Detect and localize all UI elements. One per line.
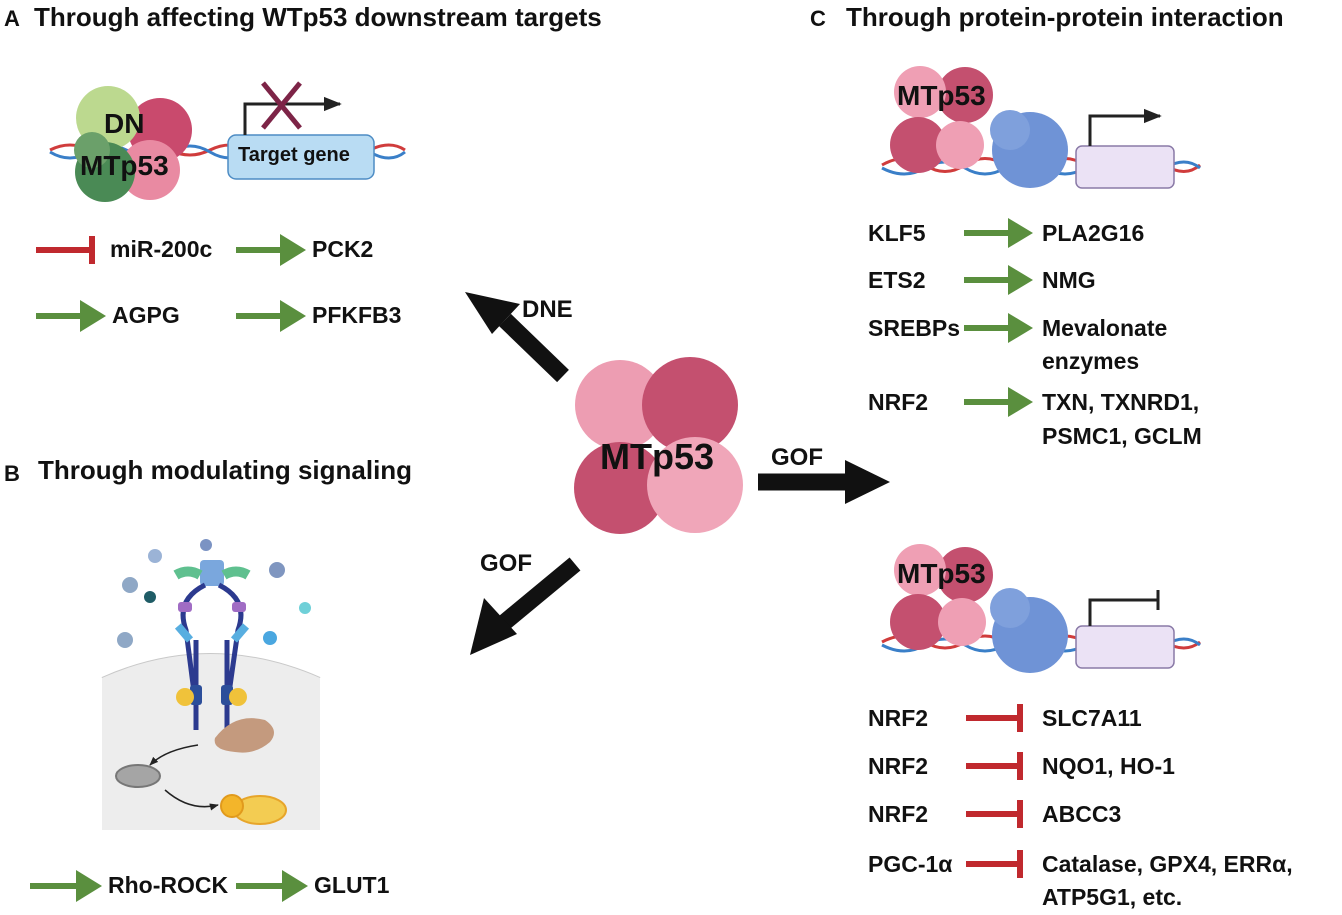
gof-arrow-label-right: GOF — [771, 444, 823, 471]
dn-label: DN — [104, 108, 145, 139]
target-nmg: NMG — [1042, 267, 1096, 293]
factor-nrf2-activating: NRF2 — [868, 389, 929, 415]
mtp53-label-bottom: MTp53 — [897, 558, 986, 589]
target-mir200c: miR-200c — [110, 236, 213, 262]
panel-a-letter: A — [4, 6, 20, 31]
target-agpg: AGPG — [112, 302, 180, 328]
gof-arrow-label-left: GOF — [480, 550, 532, 577]
signaling-molecules — [115, 718, 287, 825]
panel-a-title: Through affecting WTp53 downstream targe… — [34, 2, 602, 32]
target-gene-box — [227, 134, 375, 180]
repressed-promoter-bottom — [1088, 590, 1160, 626]
target-abcc3: ABCC3 — [1042, 801, 1122, 827]
factor-pgc1a: PGC-1α — [868, 851, 953, 877]
factor-ets2: ETS2 — [868, 267, 926, 293]
factor-srebps: SREBPs — [868, 315, 961, 341]
dn-mtp53-complex — [74, 86, 192, 202]
target-enzymes: enzymes — [1042, 348, 1140, 374]
pathway-glut1: GLUT1 — [314, 872, 390, 898]
block-x-icon — [261, 81, 302, 130]
target-psmc1: PSMC1, GCLM — [1042, 423, 1202, 449]
target-txn: TXN, TXNRD1, — [1042, 389, 1200, 415]
panel-c-letter: C — [810, 6, 826, 31]
target-pla2g16: PLA2G16 — [1042, 220, 1145, 246]
pathway-rho-rock: Rho-ROCK — [108, 872, 229, 898]
target-mevalonate: Mevalonate — [1042, 315, 1168, 341]
target-pck2: PCK2 — [312, 236, 374, 262]
factor-nrf2-inhibit-2: NRF2 — [868, 753, 929, 779]
promoter-box-bottom — [1075, 625, 1175, 669]
receptor — [173, 560, 251, 730]
panel-c-inhibiting-arrows — [966, 704, 1023, 878]
factor-klf5: KLF5 — [868, 220, 926, 246]
panel-b-letter: B — [4, 461, 20, 486]
panel-b-title: Through modulating signaling — [38, 455, 413, 485]
target-nqo1: NQO1, HO-1 — [1042, 753, 1175, 779]
target-atp5g1: ATP5G1, etc. — [1042, 884, 1183, 910]
center-mtp53-tetramer — [574, 357, 743, 534]
cell-membrane — [101, 653, 321, 830]
panel-a-effect-arrows — [36, 234, 306, 332]
promoter-box-top — [1075, 145, 1175, 189]
panel-b-pathway-arrows — [30, 870, 308, 902]
target-catalase: Catalase, GPX4, ERRα, — [1042, 851, 1293, 877]
factor-nrf2-inhibit-1: NRF2 — [868, 705, 929, 731]
dne-arrow-label: DNE — [522, 296, 573, 323]
center-mtp53-label: MTp53 — [600, 436, 715, 477]
ligand-dots — [117, 539, 311, 648]
complex-mtp53-label: MTp53 — [80, 150, 169, 181]
target-slc7a11: SLC7A11 — [1042, 705, 1142, 731]
factor-nrf2-inhibit-3: NRF2 — [868, 801, 929, 827]
mtp53-label-top: MTp53 — [897, 80, 986, 111]
panel-c-activating-arrows — [964, 218, 1033, 417]
promoter-arrow-a — [243, 96, 342, 135]
promoter-arrow-top — [1088, 108, 1162, 146]
target-pfkfb3: PFKFB3 — [312, 302, 402, 328]
mtp53-partner-complex-bottom — [890, 544, 1068, 673]
panel-c-title: Through protein-protein interaction — [846, 2, 1284, 32]
mtp53-partner-complex-top — [890, 66, 1068, 188]
center-arrows — [465, 292, 890, 655]
target-gene-label: Target gene — [238, 144, 350, 166]
